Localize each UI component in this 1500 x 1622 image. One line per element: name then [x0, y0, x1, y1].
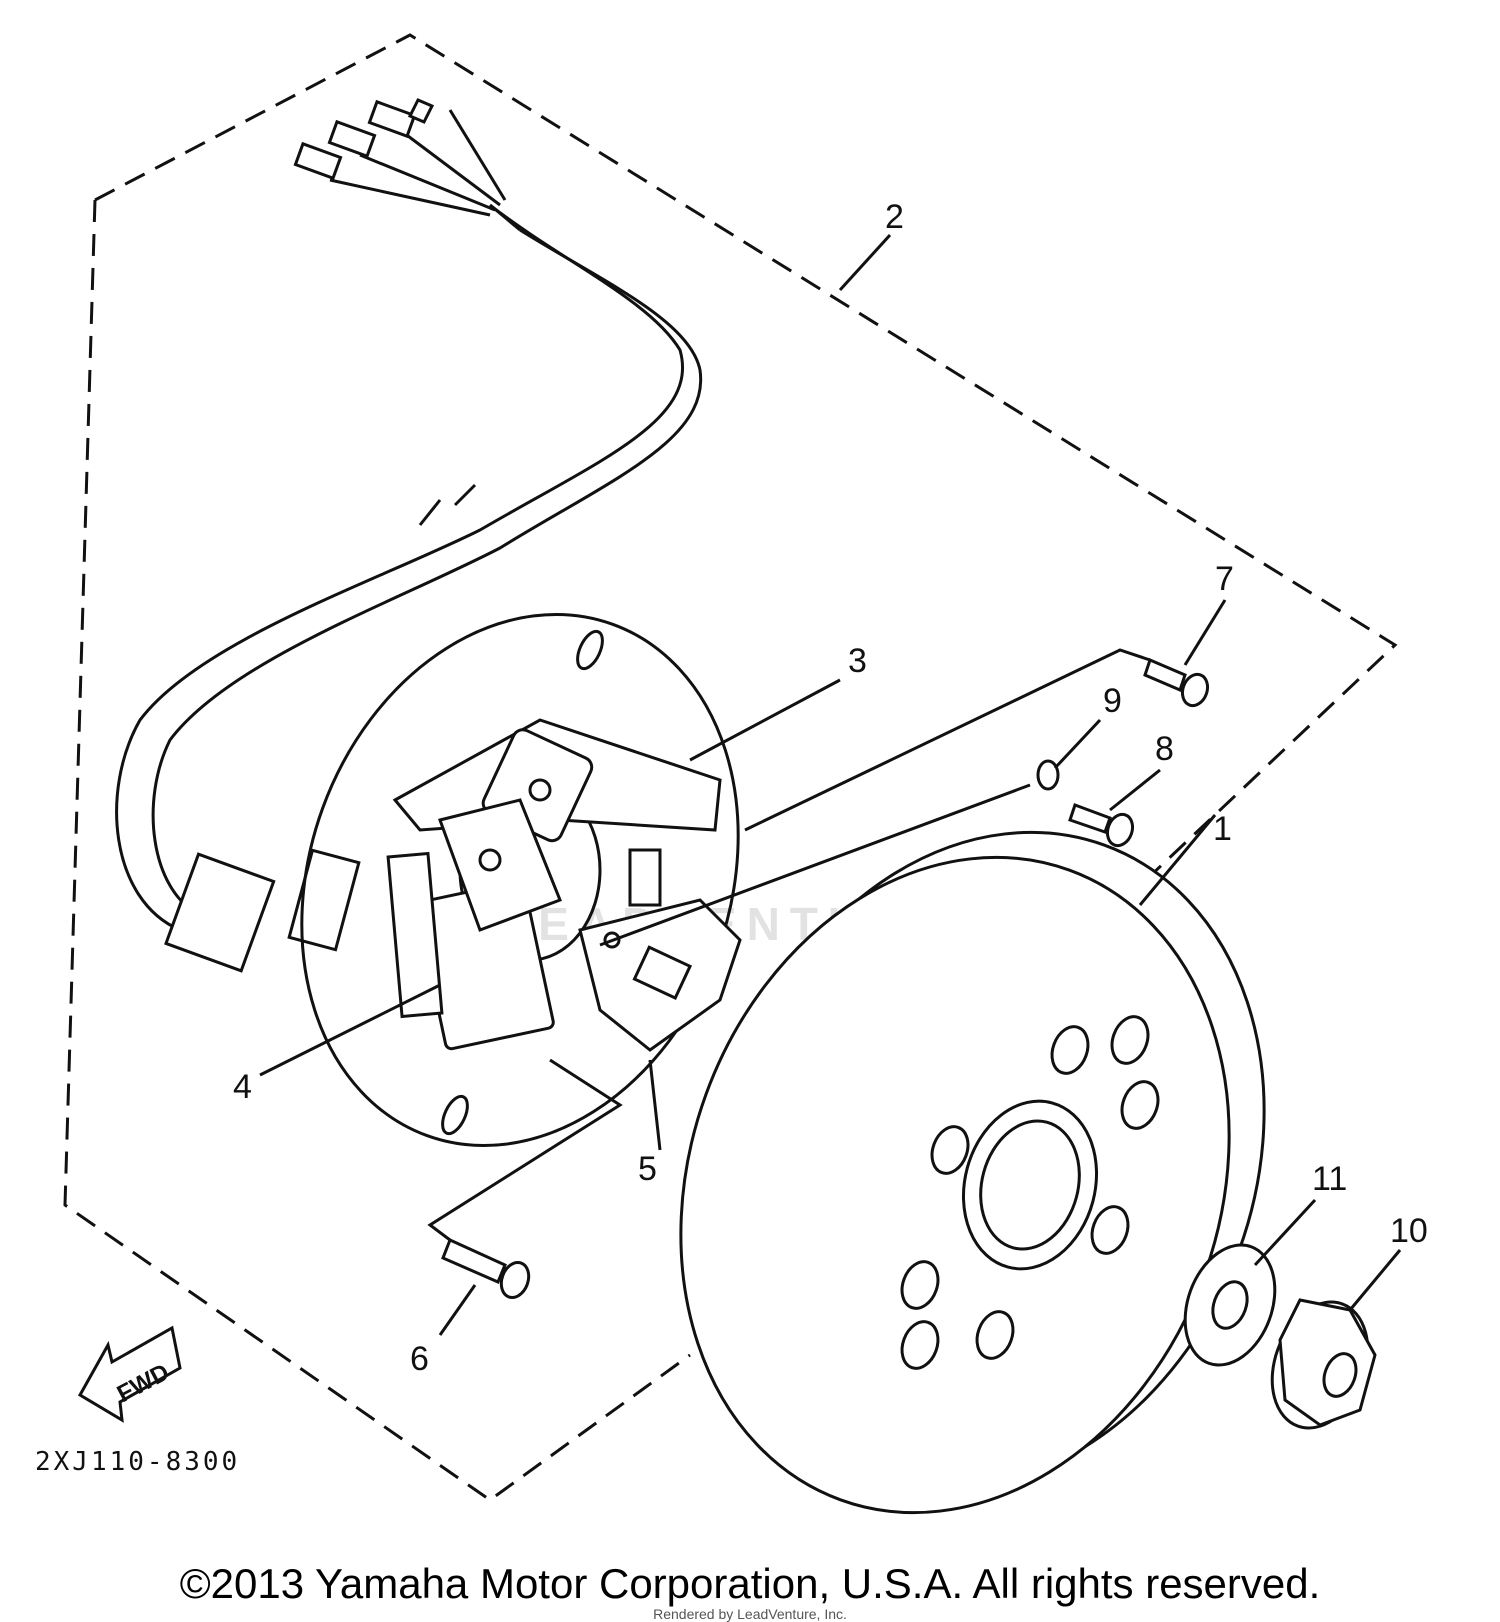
screw-8 [1068, 803, 1135, 848]
callout-2: 2 [885, 198, 904, 236]
fwd-arrow-icon: FWD [77, 1325, 182, 1423]
callout-5: 5 [638, 1150, 657, 1188]
wire-grommet [164, 848, 361, 973]
callout-9: 9 [1103, 682, 1122, 720]
callout-6: 6 [410, 1340, 429, 1378]
callout-7: 7 [1215, 560, 1234, 598]
wire-connectors [293, 98, 435, 181]
assembly-outline [63, 33, 1398, 1502]
flywheel-rotor [679, 830, 1266, 1515]
callout-10: 10 [1390, 1212, 1428, 1250]
copyright-notice: ©2013 Yamaha Motor Corporation, U.S.A. A… [179, 1560, 1321, 1607]
flange-nut [1270, 1298, 1377, 1430]
callout-1: 1 [1213, 810, 1232, 848]
washer-9 [1036, 759, 1060, 791]
wire-harness [115, 109, 703, 932]
pickup-coil [578, 848, 742, 1052]
screw-6 [441, 1237, 531, 1299]
callout-3: 3 [848, 642, 867, 680]
callout-11: 11 [1312, 1160, 1347, 1198]
callout-4: 4 [233, 1068, 252, 1106]
washer [1183, 1243, 1277, 1367]
rendered-by-note: Rendered by LeadVenture, Inc. [653, 1606, 847, 1622]
screw-7 [1143, 657, 1210, 708]
callout-8: 8 [1155, 730, 1174, 768]
source-coil [386, 798, 562, 1051]
parts-diagram: LEADVENTURE [35, 33, 1428, 1515]
drawing-code: 2XJ110-8300 [35, 1447, 240, 1477]
leader-lines [259, 233, 1402, 1336]
